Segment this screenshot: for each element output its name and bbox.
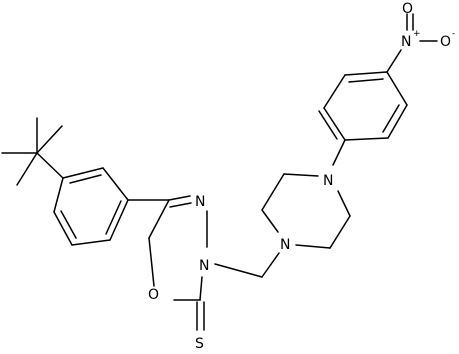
- bond-ph1-c: [109, 199, 129, 241]
- bond-ph1-c-inner: [105, 200, 122, 235]
- bond-tbu-phenyl: [36, 152, 64, 179]
- bond-ph2-e: [387, 104, 408, 139]
- bond-ph2-f: [344, 137, 389, 141]
- bond-pip-c: [283, 173, 319, 177]
- bond-ph2-c-inner: [348, 78, 384, 83]
- bond-ph1-e: [53, 211, 73, 246]
- bond-c5-n4-inner: [169, 202, 192, 208]
- atom-labels: N N O S N N N + O O -: [148, 1, 455, 352]
- bond-ph1-f: [53, 177, 64, 213]
- bond-tbu-methyl-right: [36, 125, 63, 154]
- atom-n-piperazine-1: N: [280, 237, 290, 253]
- atom-n-piperazine-4: N: [323, 173, 333, 189]
- bond-pip-e: [329, 215, 351, 249]
- bond-n3-ch2: [214, 263, 263, 278]
- bond-ph1-b: [102, 167, 129, 201]
- bond-ph2-e-inner: [382, 104, 400, 133]
- bond-ph2-b: [323, 74, 346, 109]
- charge-o-nitro: -: [452, 29, 455, 39]
- atom-o-nitro-top: O: [402, 1, 413, 17]
- atom-s-thione: S: [195, 336, 204, 352]
- bond-pip-a: [261, 209, 279, 233]
- bond-ph2-c: [344, 71, 388, 76]
- bond-ph1-d: [71, 239, 111, 246]
- bond-pip-b: [261, 173, 285, 211]
- bond-o1-c5: [148, 237, 155, 287]
- bond-n3-c2: [199, 276, 203, 301]
- bond-ph2-a: [323, 107, 346, 141]
- bond-ph2-d: [386, 71, 408, 106]
- atom-n-oxadiazole-3: N: [199, 258, 209, 274]
- bond-npip-ph2: [332, 139, 346, 166]
- bond-ch2-npip: [261, 252, 280, 278]
- bond-ph1-e-inner: [60, 210, 77, 239]
- atom-o-nitro-right: O: [440, 34, 451, 50]
- atom-n-nitro: N: [401, 34, 411, 50]
- bond-pip-d: [337, 190, 351, 217]
- atom-n-oxadiazole-4: N: [195, 194, 205, 210]
- bond-ph1-a-inner: [69, 174, 102, 184]
- bonds: [1, 13, 438, 331]
- bond-c5-ring: [148, 199, 170, 239]
- atom-o-oxadiazole-1: O: [148, 287, 159, 303]
- charge-n-nitro: +: [413, 29, 421, 39]
- bond-ph2-a-inner: [318, 110, 338, 140]
- bond-ph1-a: [62, 167, 104, 179]
- bond-c5-n4: [168, 195, 191, 201]
- bond-ph2-nitro: [386, 49, 402, 73]
- bond-pip-f: [295, 244, 331, 249]
- bond-tbu-methyl-bottom: [16, 152, 38, 186]
